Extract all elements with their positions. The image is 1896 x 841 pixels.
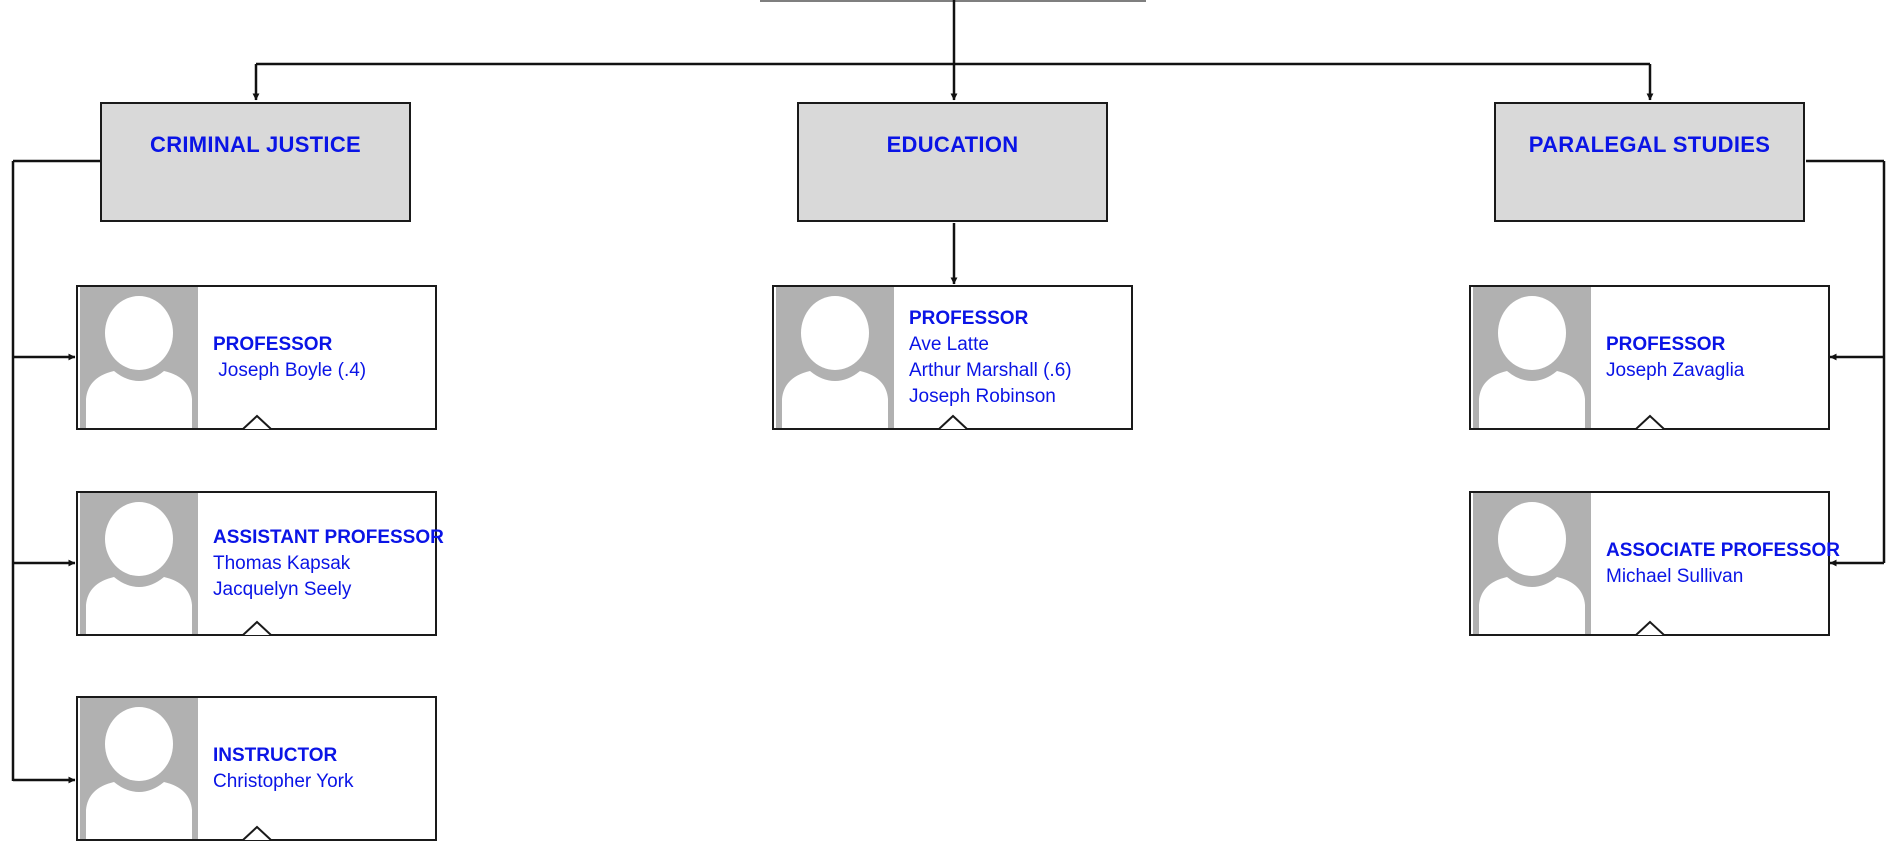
department-label: EDUCATION <box>886 132 1019 157</box>
position-title: PROFESSOR <box>213 333 333 355</box>
person-name: Joseph Zavaglia <box>1606 359 1745 381</box>
position-title: ASSOCIATE PROFESSOR <box>1606 539 1841 561</box>
position-card-professor-criminal-justice[interactable]: PROFESSOR Joseph Boyle (.4) <box>76 285 437 430</box>
card-notch <box>241 414 272 430</box>
position-title: ASSISTANT PROFESSOR <box>213 526 444 548</box>
department-label: CRIMINAL JUSTICE <box>150 132 361 157</box>
position-title: PROFESSOR <box>909 307 1029 329</box>
department-criminal-justice[interactable]: CRIMINAL JUSTICE <box>100 102 411 222</box>
department-label: PARALEGAL STUDIES <box>1528 132 1771 157</box>
position-card-professor-education[interactable]: PROFESSOR Ave Latte Arthur Marshall (.6)… <box>772 285 1133 430</box>
person-name: Thomas Kapsak <box>213 552 351 574</box>
position-title: INSTRUCTOR <box>213 744 338 766</box>
position-title: PROFESSOR <box>1606 333 1726 355</box>
person-silhouette-icon <box>80 287 198 428</box>
position-card-associate-professor-paralegal-studies[interactable]: ASSOCIATE PROFESSOR Michael Sullivan <box>1469 491 1841 636</box>
person-name: Joseph Boyle (.4) <box>213 359 367 381</box>
person-name: Arthur Marshall (.6) <box>909 359 1072 381</box>
person-silhouette-icon <box>80 493 198 634</box>
position-card-assistant-professor-criminal-justice[interactable]: ASSISTANT PROFESSOR Thomas Kapsak Jacque… <box>76 491 444 636</box>
card-notch <box>241 825 272 841</box>
position-card-instructor-criminal-justice[interactable]: INSTRUCTOR Christopher York <box>76 696 437 841</box>
person-name: Jacquelyn Seely <box>213 578 352 600</box>
person-silhouette-icon <box>80 698 198 839</box>
card-notch <box>1634 620 1665 636</box>
person-name: Michael Sullivan <box>1606 565 1744 587</box>
card-notch <box>1634 414 1665 430</box>
person-silhouette-icon <box>1473 493 1591 634</box>
card-notch <box>937 414 968 430</box>
person-silhouette-icon <box>776 287 894 428</box>
person-name: Joseph Robinson <box>909 385 1056 407</box>
card-notch <box>241 620 272 636</box>
person-name: Ave Latte <box>909 333 989 355</box>
department-education[interactable]: EDUCATION <box>797 102 1108 222</box>
department-paralegal-studies[interactable]: PARALEGAL STUDIES <box>1494 102 1805 222</box>
person-name: Christopher York <box>213 770 354 792</box>
position-card-professor-paralegal-studies[interactable]: PROFESSOR Joseph Zavaglia <box>1469 285 1830 430</box>
person-silhouette-icon <box>1473 287 1591 428</box>
